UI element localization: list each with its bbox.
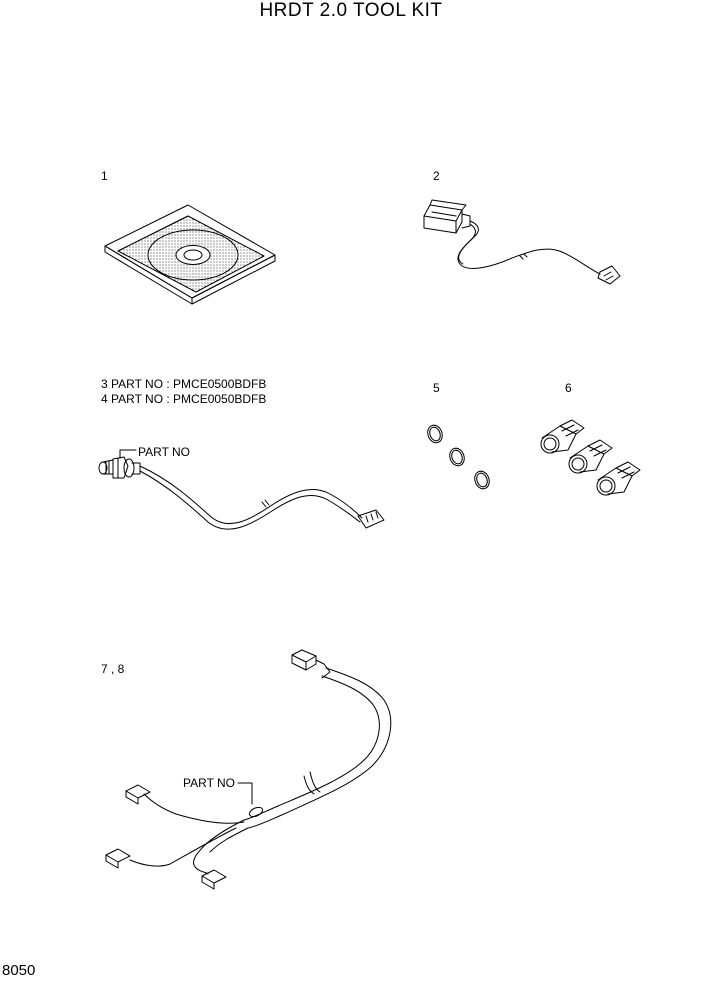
- item-label-7-8: 7 , 8: [101, 662, 125, 676]
- fitting-adapter-icon: [540, 419, 641, 496]
- page-number: 8050: [2, 962, 36, 979]
- o-ring-icon: [427, 424, 490, 490]
- serial-cable-icon: [423, 199, 621, 285]
- item-label-6: 6: [565, 381, 572, 395]
- wiring-harness-icon: [105, 649, 392, 890]
- harness-part-no-callout: PART NO: [183, 776, 236, 790]
- item-label-2: 2: [433, 169, 440, 183]
- page-title: HRDT 2.0 TOOL KIT: [259, 0, 443, 21]
- pressure-sensor-icon: [98, 449, 385, 530]
- sensor-part-no-callout: PART NO: [138, 445, 191, 459]
- cd-case-icon: [104, 204, 276, 305]
- item-label-5: 5: [433, 381, 440, 395]
- item-label-1: 1: [101, 169, 108, 183]
- item-label-4: 4 PART NO : PMCE0050BDFB: [101, 392, 267, 406]
- item-label-3: 3 PART NO : PMCE0500BDFB: [101, 377, 267, 391]
